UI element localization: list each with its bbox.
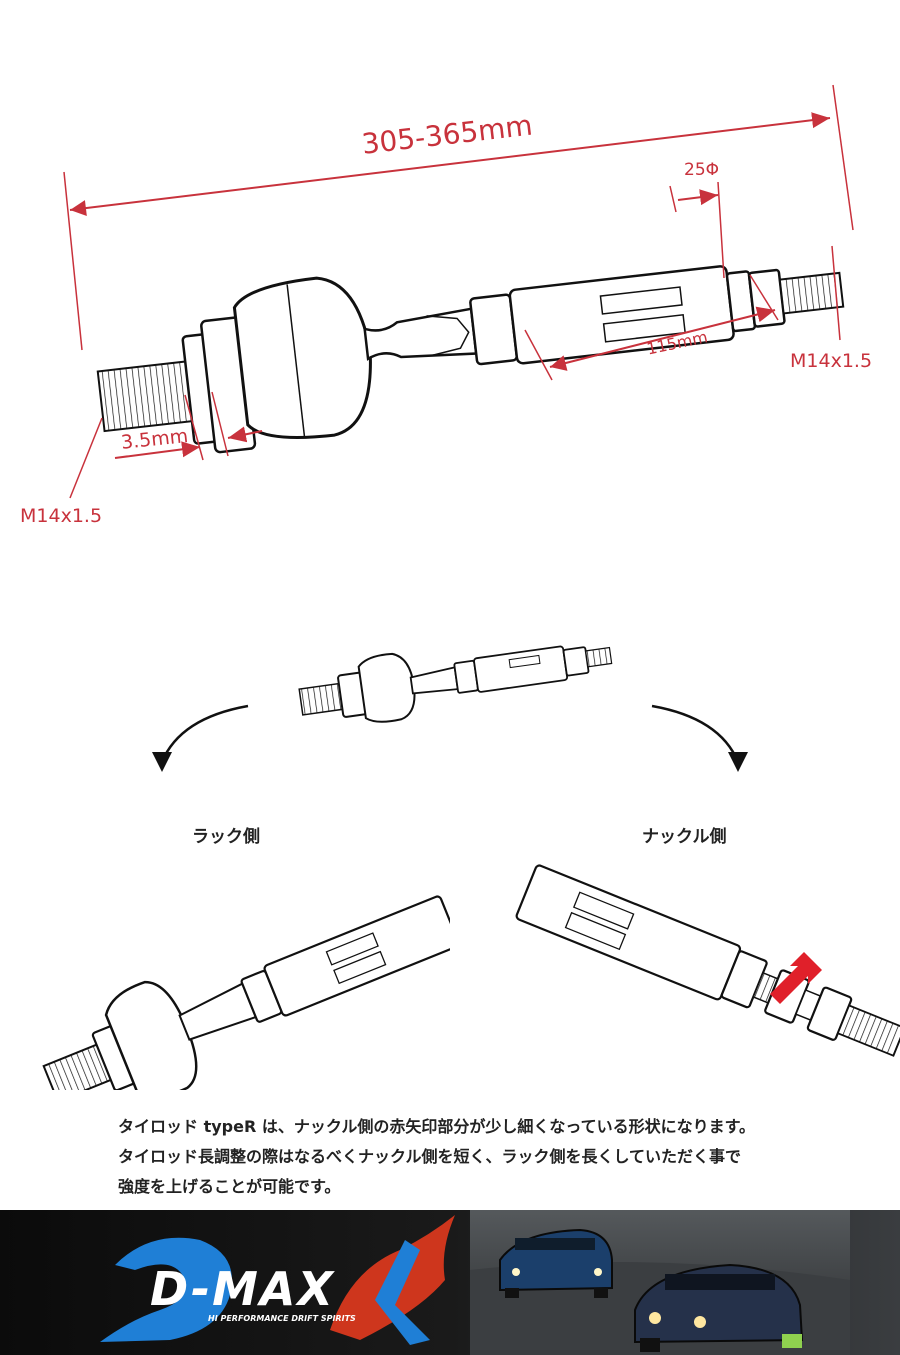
banner-artwork — [0, 1210, 900, 1355]
left-curved-arrow-icon — [160, 704, 249, 763]
tie-rod-dimension-drawing — [63, 84, 854, 499]
drift-car-icon — [499, 1228, 613, 1298]
description-text: タイロッド typeR は、ナックル側の赤矢印部分が少し細くなっている形状になり… — [118, 1112, 838, 1202]
rack-side-label: ラック側 — [192, 827, 260, 847]
diameter-label: 25Φ — [684, 160, 720, 180]
left-thread-spec: M14x1.5 — [20, 505, 103, 527]
red-arrow-icon — [770, 952, 822, 1004]
dmax-banner: D-MAX HI PERFORMANCE DRIFT SPIRITS — [0, 1210, 900, 1355]
dmax-logo-text: D-MAX — [150, 1262, 335, 1316]
right-curved-arrow-icon — [651, 704, 740, 763]
description-line: タイロッド長調整の際はなるべくナックル側を短く、ラック側を長くしていただく事で — [118, 1147, 742, 1166]
description-line: タイロッド typeR は、ナックル側の赤矢印部分が少し細くなっている形状になり… — [118, 1117, 755, 1136]
dmax-tagline: HI PERFORMANCE DRIFT SPIRITS — [208, 1314, 356, 1323]
rack-side-illustration — [42, 895, 450, 1090]
tie-rod-overview-illustration — [152, 645, 748, 772]
knuckle-side-label: ナックル側 — [642, 827, 727, 847]
drift-car-icon — [634, 1263, 804, 1352]
right-thread-spec: M14x1.5 — [790, 350, 873, 372]
description-line: 強度を上げることが可能です。 — [118, 1177, 341, 1196]
knuckle-side-illustration — [515, 864, 900, 1057]
